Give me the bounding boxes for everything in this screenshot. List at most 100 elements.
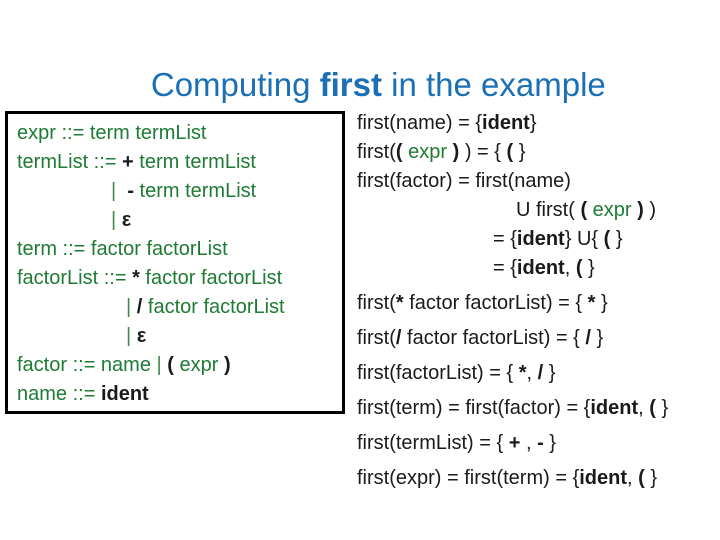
text-span: ident bbox=[516, 228, 565, 250]
title-emphasis: first bbox=[319, 66, 382, 103]
text-span: ( bbox=[638, 467, 645, 489]
first-set-line: first(termList) = { + , - } bbox=[357, 429, 720, 458]
text-span: first(factor) = first(name) bbox=[357, 170, 571, 192]
text-span: ident bbox=[590, 397, 639, 419]
text-span: = { bbox=[493, 257, 517, 279]
title-prefix: Computing bbox=[150, 66, 320, 103]
text-span: | bbox=[126, 325, 137, 347]
text-span: name ::= bbox=[17, 383, 101, 405]
text-span: ident bbox=[516, 257, 565, 279]
text-span: first(termList) = { bbox=[357, 432, 509, 454]
text-span: / bbox=[136, 296, 148, 318]
text-span: first(term) = first(factor) = { bbox=[357, 397, 591, 419]
text-span: ) bbox=[643, 199, 657, 221]
text-span: ( bbox=[395, 141, 403, 163]
first-set-line: first(* factor factorList) = { * } bbox=[357, 289, 720, 318]
text-span: , bbox=[526, 362, 538, 384]
text-span: factor ::= name bbox=[17, 354, 157, 376]
first-sets: first(name) = {ident}first(( expr ) ) = … bbox=[357, 109, 720, 493]
first-set-line: = {ident, ( } bbox=[357, 254, 720, 283]
text-span: } bbox=[529, 112, 537, 134]
text-span: factor factorList bbox=[145, 267, 283, 289]
text-span: expr ::= term termList bbox=[17, 122, 207, 144]
text-span: | bbox=[111, 180, 128, 202]
text-span: term termList bbox=[139, 151, 256, 173]
text-span: } bbox=[644, 467, 658, 489]
grammar-line: | ε bbox=[17, 322, 342, 351]
first-set-line: first(/ factor factorList) = { / } bbox=[357, 324, 720, 353]
first-set-line: first(factorList) = { *, / } bbox=[357, 359, 720, 388]
grammar-line: name ::= ident bbox=[17, 380, 342, 409]
text-span: ( bbox=[603, 228, 611, 250]
text-span: / bbox=[585, 327, 591, 349]
text-span: , bbox=[564, 257, 576, 279]
text-span: + bbox=[508, 432, 521, 454]
text-span: , bbox=[520, 432, 538, 454]
text-span: } bbox=[595, 292, 608, 314]
text-span: } bbox=[513, 141, 526, 163]
text-span: ident bbox=[482, 112, 530, 134]
text-span: , bbox=[627, 467, 639, 489]
text-span: first(factorList) = { bbox=[357, 362, 519, 384]
grammar-line: termList ::= + term termList bbox=[17, 148, 342, 177]
text-span: factor factorList) = { bbox=[401, 327, 586, 349]
text-span: first(name) = { bbox=[357, 112, 483, 134]
page-title: Computing first in the example bbox=[0, 28, 720, 142]
first-set-line: = {ident} U{ ( } bbox=[357, 225, 720, 254]
text-span: term termList bbox=[139, 180, 257, 202]
text-span: ) bbox=[452, 141, 460, 163]
text-span: factorList ::= bbox=[17, 267, 133, 289]
first-set-line: first(term) = first(factor) = {ident, ( … bbox=[357, 394, 720, 423]
text-span: } bbox=[543, 432, 556, 454]
text-span: ( bbox=[649, 397, 656, 419]
text-span: / bbox=[537, 362, 544, 384]
text-span: expr bbox=[179, 354, 224, 376]
text-span: ) bbox=[223, 354, 231, 376]
text-span: first(expr) = first(term) = { bbox=[357, 467, 580, 489]
grammar-line: | - term termList bbox=[17, 177, 342, 206]
text-span: ident bbox=[100, 383, 149, 405]
first-set-line: first(factor) = first(name) bbox=[357, 167, 720, 196]
text-span: ε bbox=[136, 325, 147, 347]
text-span: expr bbox=[592, 199, 632, 221]
text-span: / bbox=[395, 327, 402, 349]
text-span: first( bbox=[357, 292, 396, 314]
text-span: } bbox=[590, 327, 604, 349]
text-span: = { bbox=[493, 228, 517, 250]
text-span: * bbox=[587, 292, 596, 314]
grammar-line: term ::= factor factorList bbox=[17, 235, 342, 264]
text-span: } bbox=[655, 397, 669, 419]
text-span: ( bbox=[580, 199, 588, 221]
grammar-line: factor ::= name | ( expr ) bbox=[17, 351, 342, 380]
text-span: } bbox=[543, 362, 556, 384]
text-span: * bbox=[518, 362, 527, 384]
text-span: termList ::= bbox=[17, 151, 123, 173]
text-span: * bbox=[132, 267, 146, 289]
text-span: ε bbox=[121, 209, 132, 231]
first-set-line: first(( expr ) ) = { ( } bbox=[357, 138, 720, 167]
text-span: | bbox=[111, 209, 122, 231]
text-span: } bbox=[582, 257, 595, 279]
text-span: - bbox=[127, 180, 140, 202]
title-suffix: in the example bbox=[381, 66, 606, 103]
text-span: U first( bbox=[516, 199, 581, 221]
grammar-line: expr ::= term termList bbox=[17, 119, 342, 148]
text-span: | bbox=[126, 296, 137, 318]
text-span: factor factorList) = { bbox=[403, 292, 588, 314]
text-span: - bbox=[537, 432, 544, 454]
grammar-line: factorList ::= * factor factorList bbox=[17, 264, 342, 293]
first-set-line: first(expr) = first(term) = {ident, ( } bbox=[357, 464, 720, 493]
text-span: factor factorList bbox=[147, 296, 285, 318]
text-span: ( bbox=[506, 141, 514, 163]
text-span: | bbox=[156, 354, 168, 376]
grammar-line: | / factor factorList bbox=[17, 293, 342, 322]
text-span: } U{ bbox=[564, 228, 604, 250]
text-span: } bbox=[610, 228, 623, 250]
text-span: , bbox=[638, 397, 650, 419]
first-set-line: U first( ( expr ) ) bbox=[357, 196, 720, 225]
text-span: ( bbox=[575, 257, 583, 279]
text-span: + bbox=[122, 151, 140, 173]
text-span: ( bbox=[167, 354, 180, 376]
